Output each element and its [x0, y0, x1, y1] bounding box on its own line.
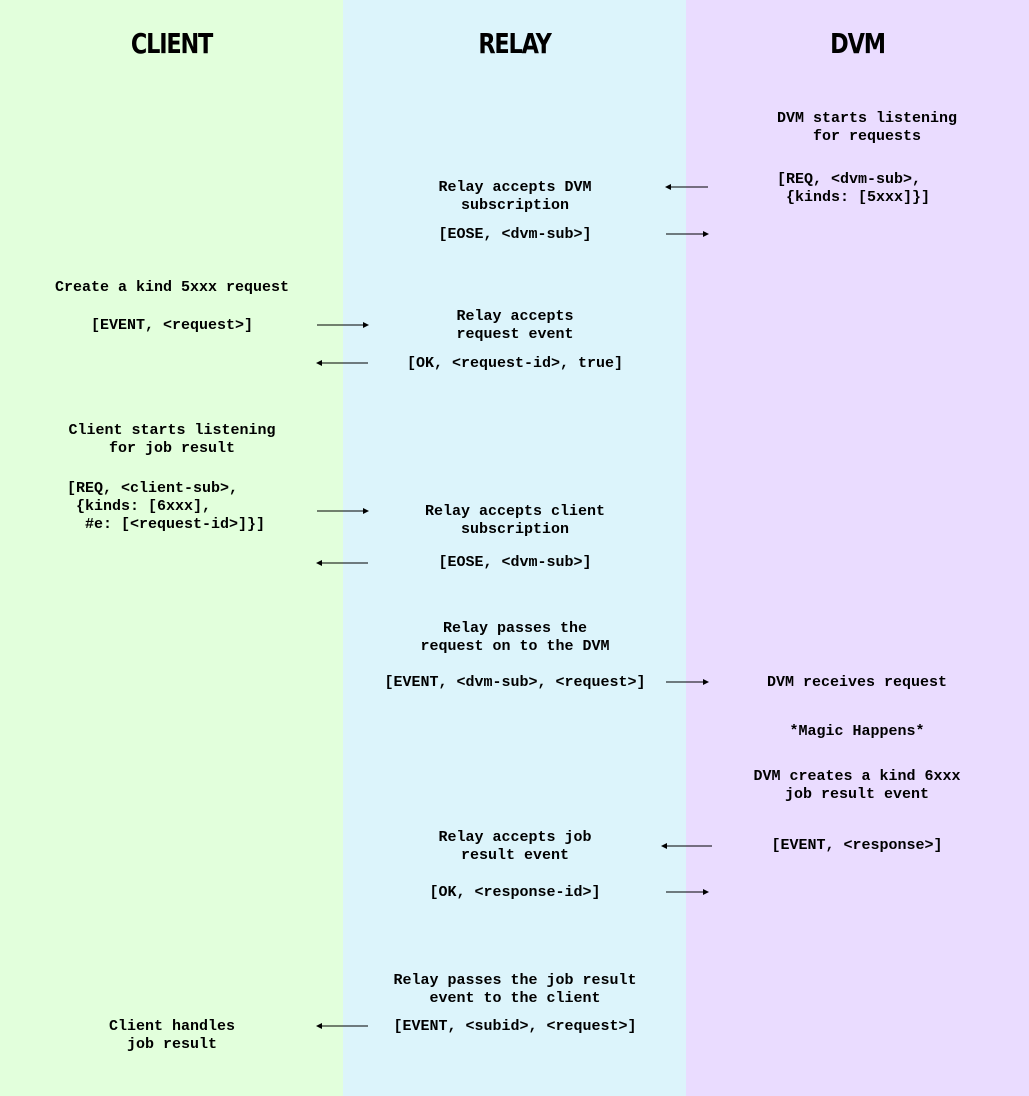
client-req-message: [REQ, <client-sub>, {kinds: [6xxx], #e: … — [67, 480, 266, 533]
relay-event-dvm-message: [EVENT, <dvm-sub>, <request>] — [384, 674, 646, 691]
relay-ok-request-message: [OK, <request-id>, true] — [406, 355, 624, 372]
client-event-message: [EVENT, <request>] — [90, 317, 254, 334]
relay-ok-response-message: [OK, <response-id>] — [429, 884, 601, 901]
relay-eose-dvm-message: [EOSE, <dvm-sub>] — [438, 226, 592, 243]
dvm-header: DVM — [830, 27, 886, 60]
dvm-response-message: [EVENT, <response>] — [771, 837, 943, 854]
relay-accept-request-step: Relay accepts request event — [456, 308, 574, 343]
client-create-step: Create a kind 5xxx request — [54, 279, 290, 296]
client-header: CLIENT — [130, 27, 213, 60]
client-listen-step: Client starts listening for job result — [68, 422, 276, 457]
dvm-req-message: [REQ, <dvm-sub>, {kinds: [5xxx]}] — [777, 171, 931, 206]
client-handles-step: Client handles job result — [108, 1018, 236, 1053]
relay-pass-result-step: Relay passes the job result event to the… — [393, 972, 637, 1007]
relay-event-client-message: [EVENT, <subid>, <request>] — [393, 1018, 637, 1035]
relay-header: RELAY — [478, 27, 551, 60]
dvm-creates-step: DVM creates a kind 6xxx job result event — [753, 768, 961, 803]
client-lane: CLIENT — [0, 0, 343, 1096]
relay-accept-client-step: Relay accepts client subscription — [424, 503, 606, 538]
relay-eose-client-message: [EOSE, <dvm-sub>] — [438, 554, 592, 571]
relay-pass-step: Relay passes the request on to the DVM — [420, 620, 610, 655]
dvm-magic-step: *Magic Happens* — [789, 723, 925, 740]
relay-accept-dvm-step: Relay accepts DVM subscription — [438, 179, 592, 214]
dvm-listen-step: DVM starts listening for requests — [776, 110, 958, 145]
dvm-receives-step: DVM receives request — [766, 674, 948, 691]
relay-lane: RELAY — [343, 0, 686, 1096]
dvm-lane: DVM — [686, 0, 1029, 1096]
relay-accept-result-step: Relay accepts job result event — [438, 829, 592, 864]
